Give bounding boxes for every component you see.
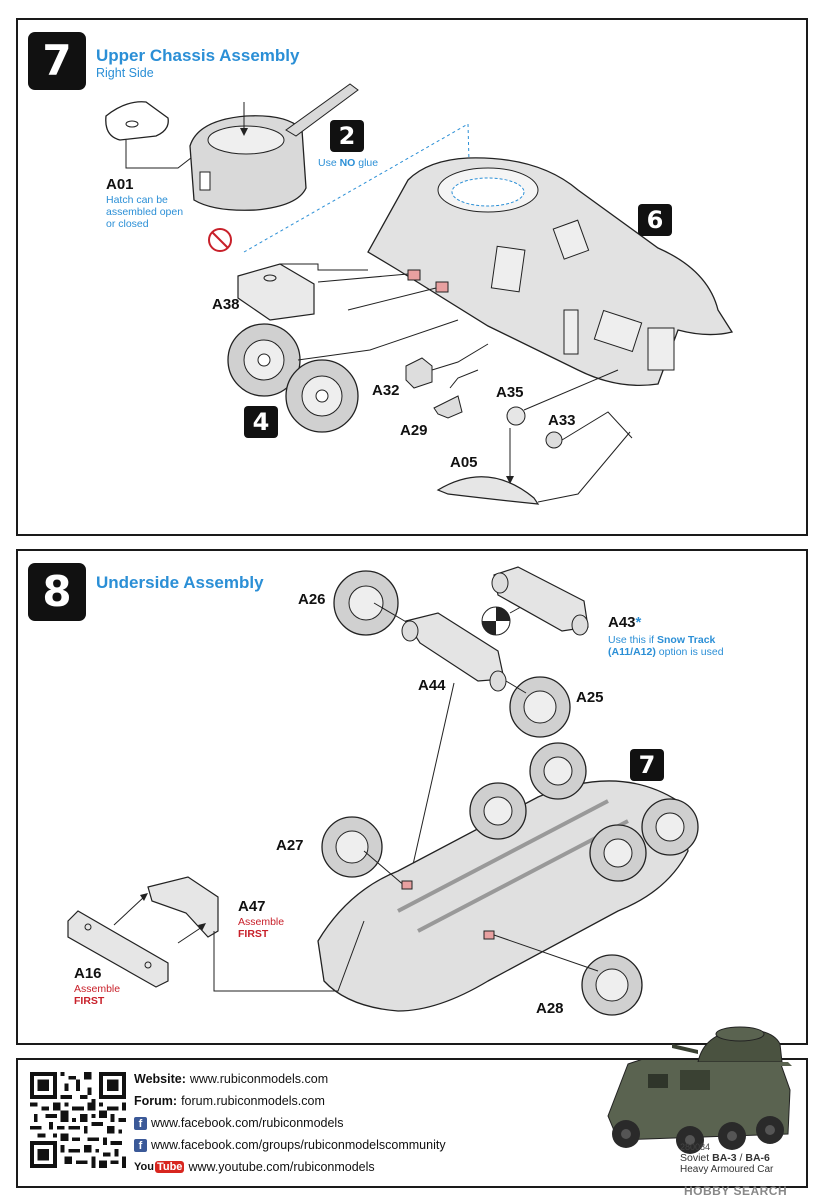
footer-panel: Website: www.rubiconmodels.com Forum: fo… — [16, 1026, 808, 1188]
facebook-icon: f — [134, 1138, 147, 1152]
part-a16-label: A16 — [74, 965, 102, 982]
no-glue-note: Use NO glue — [318, 157, 379, 169]
part-a26-label: A26 — [298, 591, 326, 608]
step-7-number: 7 — [28, 32, 86, 90]
ref-step-7-badge: 7 — [630, 749, 664, 781]
upper-chassis-drawing — [105, 83, 734, 505]
step-7-subtitle: Right Side — [96, 66, 154, 80]
part-a29-label: A29 — [400, 422, 428, 439]
part-a44-label: A44 — [418, 677, 446, 694]
facebook-row: f www.facebook.com/rubiconmodels — [134, 1116, 343, 1130]
step-8-title: Underside Assembly — [96, 573, 264, 592]
step-8-number: 8 — [28, 563, 86, 621]
armoured-car-turret-illustration — [672, 1026, 792, 1066]
product-name: Soviet BA-3 / BA-6 — [680, 1152, 770, 1164]
part-a28-label: A28 — [536, 1000, 564, 1017]
part-a43-label: A43* — [608, 614, 642, 631]
armoured-car-illustration — [607, 1060, 791, 1154]
part-a25-label: A25 — [576, 689, 604, 706]
part-a47-label: A47 — [238, 898, 266, 915]
website-link[interactable]: www.rubiconmodels.com — [189, 1072, 329, 1086]
youtube-link[interactable]: www.youtube.com/rubiconmodels — [188, 1160, 375, 1174]
watermark-text: HOBBY SEARCH — [684, 1184, 788, 1198]
a43-snow-track-note: Use this if Snow Track(A11/A12) option i… — [608, 634, 724, 658]
product-code: 280084 — [680, 1142, 711, 1152]
part-a27-label: A27 — [276, 837, 304, 854]
forum-label: Forum: — [134, 1094, 178, 1108]
ref-step-4-badge: 4 — [244, 406, 278, 438]
step-8-panel: 8 Underside Assembly — [16, 549, 808, 1045]
part-a35-label: A35 — [496, 384, 524, 401]
website-label: Website: — [134, 1072, 186, 1086]
part-a32-label: A32 — [372, 382, 400, 399]
website-row: Website: www.rubiconmodels.com — [134, 1072, 328, 1086]
ref-step-6-badge: 6 — [638, 204, 672, 236]
part-a01-label: A01 — [106, 176, 134, 193]
part-a33-label: A33 — [548, 412, 576, 429]
ref-step-2-badge: 2 — [330, 120, 364, 152]
facebook-icon: f — [134, 1116, 147, 1130]
forum-link[interactable]: forum.rubiconmodels.com — [181, 1094, 325, 1108]
facebook-group-row: f www.facebook.com/groups/rubiconmodelsc… — [134, 1138, 446, 1152]
a01-hatch-note: Hatch can be assembled open or closed — [106, 194, 184, 230]
part-a05-label: A05 — [450, 454, 478, 471]
step-7-title: Upper Chassis Assembly — [96, 46, 300, 65]
part-a38-label: A38 — [212, 296, 240, 313]
underside-drawing — [67, 566, 699, 1016]
qr-code[interactable] — [30, 1072, 126, 1168]
forum-row: Forum: forum.rubiconmodels.com — [134, 1094, 325, 1108]
product-description: Heavy Armoured Car — [680, 1164, 774, 1175]
facebook-link[interactable]: www.facebook.com/rubiconmodels — [151, 1116, 344, 1130]
facebook-group-link[interactable]: www.facebook.com/groups/rubiconmodelscom… — [151, 1138, 446, 1152]
product-info: 280084 Soviet BA-3 / BA-6 Heavy Armoured… — [680, 1142, 773, 1175]
step-7-panel: 7 Upper Chassis Assembly Right Side — [16, 18, 808, 536]
